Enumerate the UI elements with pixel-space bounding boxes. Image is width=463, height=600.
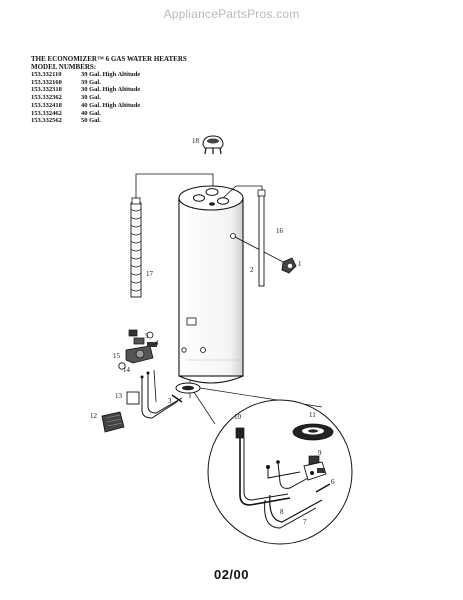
model-number: 153.332318 <box>31 86 62 94</box>
callout-3: 3 <box>168 397 172 405</box>
fitting-parts <box>128 329 154 345</box>
model-desc: 40 Gal. <box>81 109 101 117</box>
callout-11: 11 <box>309 411 316 419</box>
anode-rod-part <box>130 197 142 298</box>
callout-4: 4 <box>155 339 159 347</box>
model-number: 153.332418 <box>31 101 62 109</box>
model-desc: 39 Gal. <box>81 78 101 86</box>
callout-8: 8 <box>280 508 284 516</box>
thermocouple-detail-part <box>264 483 331 529</box>
model-number: 153.332562 <box>31 117 62 125</box>
callout-12: 12 <box>90 412 98 420</box>
model-desc: 30 Gal. High Altitude <box>81 86 141 94</box>
draft-hood-part <box>202 135 224 155</box>
callout-16: 16 <box>276 227 284 235</box>
gas-control-valve-part <box>125 342 157 364</box>
model-numbers-heading: MODEL NUMBERS: <box>31 62 97 71</box>
model-row: 153.332318 30 Gal. High Altitude <box>31 86 140 94</box>
model-row: 153.332362 30 Gal. <box>31 94 140 102</box>
callout-7: 7 <box>303 518 307 526</box>
model-desc: 39 Gal. High Altitude <box>81 71 141 78</box>
model-row: 153.332562 50 Gal. <box>31 117 140 125</box>
model-row: 153.332110 39 Gal. High Altitude <box>31 71 140 79</box>
drain-valve-part <box>281 257 297 274</box>
callout-17: 17 <box>146 270 154 278</box>
callout-labels: 18 16 1 2 17 5 4 15 14 13 12 10 11 9 6 8… <box>90 137 335 526</box>
model-row: 153.332418 40 Gal. High Altitude <box>31 102 140 110</box>
model-row: 153.332160 39 Gal. <box>31 79 140 87</box>
watermark: AppliancePartsPros.com <box>163 7 300 21</box>
model-number: 153.332160 <box>31 78 62 86</box>
tank-body <box>178 185 244 384</box>
pilot-tube-detail-part <box>235 427 291 506</box>
diagram-title: THE ECONOMIZER™ 6 GAS WATER HEATERS <box>31 55 187 63</box>
detail-callout-circle <box>193 387 353 545</box>
pilot-shield-part <box>126 391 140 405</box>
model-list: 153.332110 39 Gal. High Altitude 153.3321… <box>31 71 140 125</box>
burner-assembly-part <box>140 369 201 419</box>
model-desc: 50 Gal. <box>81 117 101 125</box>
callout-2: 2 <box>250 266 254 274</box>
burner-detail-part <box>292 423 334 441</box>
diagram-header: THE ECONOMIZER™ 6 GAS WATER HEATERS MODE… <box>31 55 187 71</box>
model-number: 153.332110 <box>31 71 62 78</box>
callout-5: 5 <box>145 332 149 340</box>
model-number: 153.332462 <box>31 109 62 117</box>
model-number: 153.332362 <box>31 94 62 102</box>
callout-13: 13 <box>115 392 123 400</box>
inner-door-part <box>101 411 125 433</box>
manifold-detail-part <box>266 455 327 489</box>
dip-tube-part <box>257 189 266 287</box>
callout-6: 6 <box>331 478 335 486</box>
knob-part <box>118 362 126 370</box>
callout-9: 9 <box>318 449 322 457</box>
revision-date: 02/00 <box>213 567 250 582</box>
callout-1: 1 <box>298 260 302 268</box>
model-desc: 30 Gal. <box>81 94 101 102</box>
callout-14: 14 <box>123 366 131 374</box>
callout-10: 10 <box>234 413 242 421</box>
model-row: 153.332462 40 Gal. <box>31 110 140 118</box>
callout-18: 18 <box>192 137 200 145</box>
callout-15: 15 <box>113 352 121 360</box>
model-desc: 40 Gal. High Altitude <box>81 101 141 109</box>
